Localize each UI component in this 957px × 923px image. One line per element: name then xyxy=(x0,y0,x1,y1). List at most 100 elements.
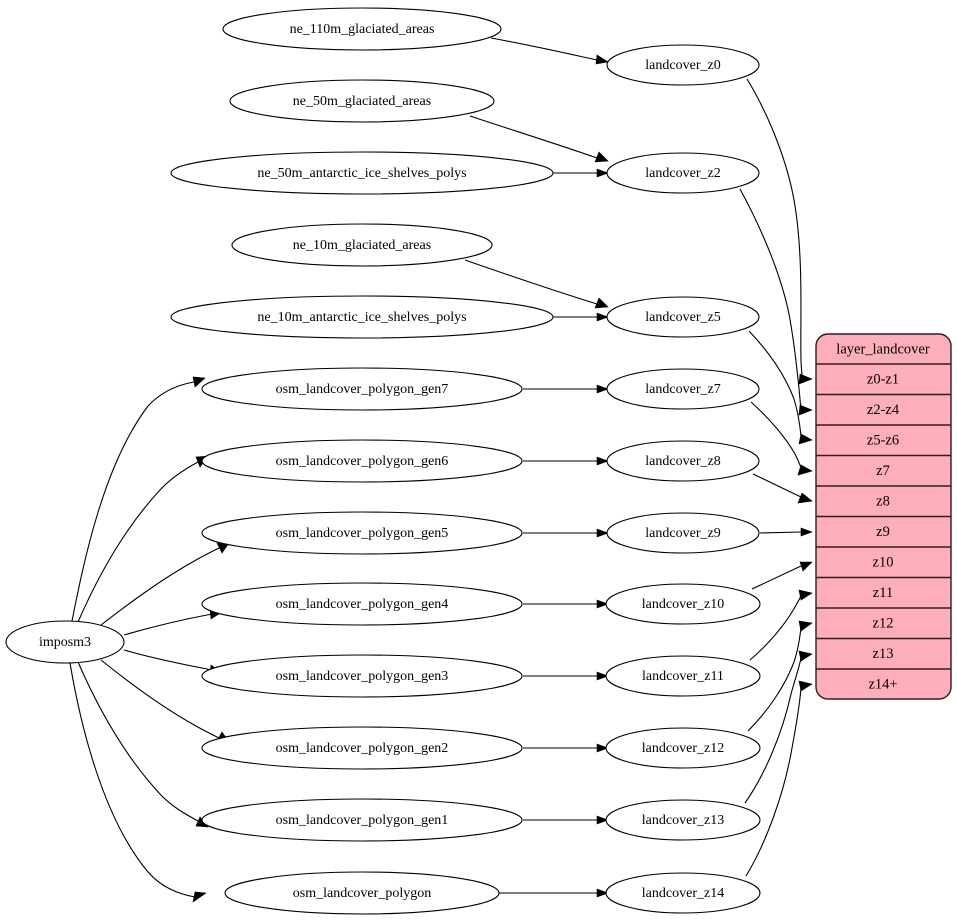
node-landcover_z9[interactable]: landcover_z9 xyxy=(606,512,760,554)
edges-source-to-landcover xyxy=(464,37,609,898)
node-ne_50m_antarctic_ice_shelves_polys[interactable]: ne_50m_antarctic_ice_shelves_polys xyxy=(170,151,554,195)
edge-imposm3-to-gen1 xyxy=(77,661,199,822)
node-osm_landcover_polygon_gen2[interactable]: osm_landcover_polygon_gen2 xyxy=(201,726,523,770)
edge-arrowhead xyxy=(800,527,813,537)
node-shape-ellipse xyxy=(201,582,523,626)
node-ne_50m_glaciated_areas[interactable]: ne_50m_glaciated_areas xyxy=(229,79,495,123)
edges-landcover-to-layer xyxy=(739,78,813,877)
edge-z14-to-row-z14 xyxy=(745,687,802,877)
edges-imposm3-to-osm xyxy=(69,376,230,903)
node-landcover_z11[interactable]: landcover_z11 xyxy=(605,655,761,697)
edge-z0-to-row-z0z1 xyxy=(746,78,803,377)
record-row-z11[interactable]: z11 xyxy=(873,585,893,601)
record-row-z13[interactable]: z13 xyxy=(873,646,894,662)
node-shape-ellipse xyxy=(170,295,554,339)
node-landcover_z7[interactable]: landcover_z7 xyxy=(606,368,760,410)
node-landcover_z2[interactable]: landcover_z2 xyxy=(606,152,760,194)
node-label-osm_landcover_polygon_gen1: osm_landcover_polygon_gen1 xyxy=(276,813,449,828)
node-label-osm_landcover_polygon_gen4: osm_landcover_polygon_gen4 xyxy=(276,597,449,612)
node-osm_landcover_polygon_gen3[interactable]: osm_landcover_polygon_gen3 xyxy=(201,654,523,698)
record-row-z7[interactable]: z7 xyxy=(876,463,890,479)
edge-z9-to-row-z9 xyxy=(759,531,802,534)
edge-arrowhead xyxy=(596,456,609,466)
node-landcover_z13[interactable]: landcover_z13 xyxy=(605,799,761,841)
record-row-z2-z4[interactable]: z2-z4 xyxy=(867,402,900,418)
node-shape-ellipse xyxy=(605,583,761,625)
node-landcover_z14[interactable]: landcover_z14 xyxy=(605,872,761,914)
node-label-osm_landcover_polygon_gen7: osm_landcover_polygon_gen7 xyxy=(276,382,449,397)
edge-arrowhead xyxy=(798,404,813,416)
node-label-ne_10m_antarctic_ice_shelves_polys: ne_10m_antarctic_ice_shelves_polys xyxy=(257,310,466,325)
node-shape-ellipse xyxy=(201,511,523,555)
edge-z10-to-row-z10 xyxy=(751,565,802,590)
node-label-imposm3: imposm3 xyxy=(39,635,91,650)
record-row-z12[interactable]: z12 xyxy=(873,615,894,631)
node-shape-ellipse xyxy=(605,655,761,697)
node-shape-ellipse xyxy=(606,296,760,338)
edge-arrowhead xyxy=(594,297,609,309)
node-label-ne_50m_glaciated_areas: ne_50m_glaciated_areas xyxy=(293,94,431,109)
node-shape-ellipse xyxy=(224,871,500,915)
node-osm_landcover_polygon_gen5[interactable]: osm_landcover_polygon_gen5 xyxy=(201,511,523,555)
edge-arrowhead xyxy=(797,464,813,476)
node-shape-ellipse xyxy=(606,152,760,194)
node-imposm3[interactable]: imposm3 xyxy=(5,620,125,664)
node-shape-ellipse xyxy=(605,727,761,769)
node-landcover_z10[interactable]: landcover_z10 xyxy=(605,583,761,625)
edge-arrowhead xyxy=(798,589,813,601)
edge-arrowhead xyxy=(596,743,609,753)
node-shape-ellipse xyxy=(605,872,761,914)
node-label-landcover_z8: landcover_z8 xyxy=(645,454,720,469)
record-row-z8[interactable]: z8 xyxy=(876,493,890,509)
edge-imposm3-to-gen5 xyxy=(100,547,220,626)
node-osm_landcover_polygon_gen7[interactable]: osm_landcover_polygon_gen7 xyxy=(201,367,523,411)
node-label-ne_110m_glaciated_areas: ne_110m_glaciated_areas xyxy=(290,22,435,37)
edge-z12-to-row-z12 xyxy=(747,626,802,732)
record-row-z10[interactable]: z10 xyxy=(873,554,894,570)
node-landcover_z5[interactable]: landcover_z5 xyxy=(606,296,760,338)
node-label-osm_landcover_polygon_gen6: osm_landcover_polygon_gen6 xyxy=(276,454,449,469)
node-label-landcover_z11: landcover_z11 xyxy=(642,669,724,684)
node-shape-ellipse xyxy=(222,7,502,51)
node-shape-ellipse xyxy=(606,512,760,554)
node-osm_landcover_polygon[interactable]: osm_landcover_polygon xyxy=(224,871,500,915)
node-shape-ellipse xyxy=(201,367,523,411)
edge-arrowhead xyxy=(596,888,609,898)
edge-arrowhead xyxy=(596,384,609,394)
edge-z8-to-row-z8 xyxy=(752,473,802,498)
node-shape-ellipse xyxy=(201,654,523,698)
node-label-landcover_z7: landcover_z7 xyxy=(645,382,720,397)
node-landcover_z0[interactable]: landcover_z0 xyxy=(606,44,760,86)
record-row-z0-z1[interactable]: z0-z1 xyxy=(867,371,899,387)
node-label-landcover_z9: landcover_z9 xyxy=(645,526,720,541)
node-osm_landcover_polygon_gen6[interactable]: osm_landcover_polygon_gen6 xyxy=(201,439,523,483)
record-row-z9[interactable]: z9 xyxy=(876,524,890,540)
node-label-landcover_z14: landcover_z14 xyxy=(642,886,724,901)
edge-imposm3-to-polygon xyxy=(69,662,196,898)
edge-arrowhead xyxy=(798,650,813,662)
node-shape-ellipse xyxy=(201,798,523,842)
node-ne_10m_glaciated_areas[interactable]: ne_10m_glaciated_areas xyxy=(231,223,493,267)
node-label-landcover_z13: landcover_z13 xyxy=(642,813,724,828)
node-layer_landcover-record[interactable]: layer_landcover z0-z1 z2-z4 z5-z6 z7 z8 … xyxy=(815,333,952,700)
edge-arrowhead xyxy=(596,168,609,178)
node-shape-ellipse xyxy=(606,368,760,410)
node-landcover_z12[interactable]: landcover_z12 xyxy=(605,727,761,769)
node-osm_landcover_polygon_gen4[interactable]: osm_landcover_polygon_gen4 xyxy=(201,582,523,626)
node-ne_110m_glaciated_areas[interactable]: ne_110m_glaciated_areas xyxy=(222,7,502,51)
node-shape-ellipse xyxy=(229,79,495,123)
node-shape-ellipse xyxy=(201,439,523,483)
record-row-z14-plus[interactable]: z14+ xyxy=(868,676,897,692)
node-label-ne_50m_antarctic_ice_shelves_polys: ne_50m_antarctic_ice_shelves_polys xyxy=(257,166,466,181)
node-landcover_z8[interactable]: landcover_z8 xyxy=(606,440,760,482)
node-label-osm_landcover_polygon_gen3: osm_landcover_polygon_gen3 xyxy=(276,669,449,684)
record-row-z5-z6[interactable]: z5-z6 xyxy=(867,432,899,448)
node-label-landcover_z5: landcover_z5 xyxy=(645,310,720,325)
node-label-osm_landcover_polygon_gen2: osm_landcover_polygon_gen2 xyxy=(276,741,449,756)
edge-z5-to-row-z5z6 xyxy=(748,330,802,437)
node-osm_landcover_polygon_gen1[interactable]: osm_landcover_polygon_gen1 xyxy=(201,798,523,842)
node-ne_10m_antarctic_ice_shelves_polys[interactable]: ne_10m_antarctic_ice_shelves_polys xyxy=(170,295,554,339)
edge-z2-to-row-z2z4 xyxy=(739,188,802,409)
edge-arrowhead xyxy=(799,561,813,572)
